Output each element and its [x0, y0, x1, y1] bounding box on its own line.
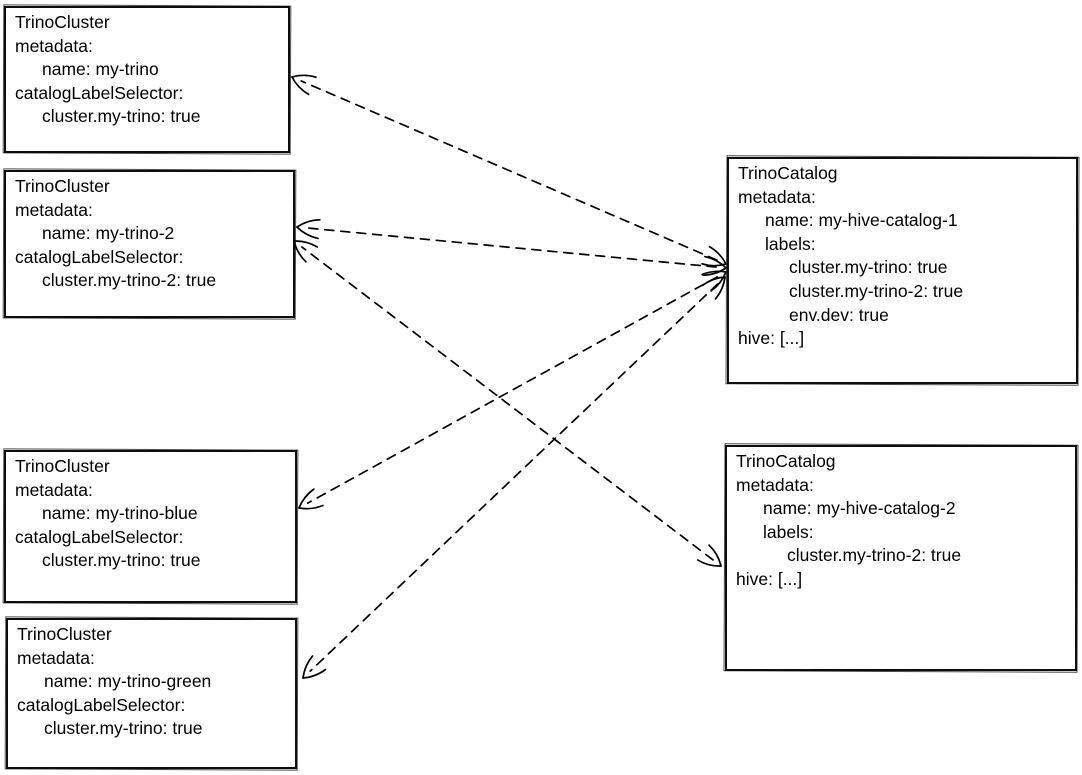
edge-line: [306, 227, 717, 268]
edge-line: [301, 246, 714, 561]
yaml-line: cluster.my-trino-2: true: [789, 280, 964, 301]
yaml-line: metadata:: [15, 199, 93, 220]
yaml-line: labels:: [765, 233, 816, 254]
yaml-line: hive: [...]: [738, 328, 805, 349]
yaml-line: TrinoCatalog: [738, 163, 838, 183]
edge-arrowhead: [298, 504, 324, 510]
edge-arrowhead: [302, 655, 314, 679]
yaml-line: name: my-trino-blue: [42, 503, 198, 524]
yaml-line: name: my-trino-2: [42, 223, 175, 244]
yaml-line: cluster.my-trino: true: [42, 550, 201, 571]
yaml-line: TrinoCatalog: [736, 451, 836, 471]
edge-arrowhead: [704, 255, 727, 269]
yaml-line: cluster.my-trino-2: true: [42, 270, 217, 291]
yaml-line: cluster.my-trino: true: [789, 257, 948, 278]
edge-arrowhead: [296, 218, 321, 228]
edge-arrowhead: [291, 74, 317, 79]
yaml-line: catalogLabelSelector:: [15, 526, 184, 547]
edge-arrowhead: [701, 270, 727, 276]
yaml-line: catalogLabelSelector:: [15, 246, 184, 267]
yaml-line: metadata:: [15, 479, 93, 500]
yaml-line: TrinoCluster: [15, 176, 110, 196]
yaml-line: catalogLabelSelector:: [17, 694, 186, 715]
node-trinocluster-my-trino-green: TrinoCluster metadata: name: my-trino-gree…: [6, 618, 297, 769]
edge-line: [306, 275, 719, 505]
yaml-line: cluster.my-trino: true: [42, 106, 201, 127]
yaml-line: metadata:: [736, 474, 814, 495]
yaml-line: cluster.my-trino-2: true: [787, 545, 962, 566]
edge-arrowhead: [708, 245, 727, 265]
edge-line: [309, 283, 719, 672]
edge-arrowhead: [714, 276, 726, 300]
yaml-line: hive: [...]: [736, 568, 803, 589]
yaml-line: name: my-trino: [42, 59, 159, 80]
node-trinocatalog-my-hive-catalog-2: TrinoCatalog metadata: name: my-hive-catal…: [725, 445, 1077, 671]
yaml-line: TrinoCluster: [15, 12, 110, 32]
yaml-line: metadata:: [17, 647, 95, 668]
yaml-line: catalogLabelSelector:: [15, 82, 184, 103]
edge-arrowhead: [708, 544, 722, 567]
edge-arrowhead: [701, 276, 726, 287]
edge-line: [300, 80, 718, 261]
edge-arrowhead: [298, 488, 315, 509]
edge-arrowhead: [701, 262, 727, 267]
yaml-line: TrinoCluster: [17, 624, 112, 644]
yaml-line: name: my-hive-catalog-1: [765, 210, 958, 231]
yaml-line: name: my-trino-green: [44, 671, 212, 692]
edge-arrowhead: [702, 267, 727, 277]
edge-arrowhead: [293, 240, 319, 248]
edge-arrowhead: [291, 76, 310, 96]
node-trinocatalog-my-hive-catalog-1: TrinoCatalog metadata: name: my-hive-catal…: [727, 157, 1078, 384]
edge-arrowhead: [302, 668, 327, 679]
edge-arrowhead: [710, 271, 727, 292]
yaml-line: env.dev: true: [789, 304, 889, 325]
yaml-line: metadata:: [738, 186, 816, 207]
yaml-line: name: my-hive-catalog-2: [763, 498, 956, 519]
node-trinocluster-my-trino-blue: TrinoCluster metadata: name: my-trino-blue…: [4, 450, 297, 603]
yaml-line: labels:: [763, 521, 814, 542]
yaml-line: TrinoCluster: [15, 456, 110, 476]
yaml-line: metadata:: [15, 35, 93, 56]
edge-arrowhead: [296, 226, 319, 240]
edge-arrowhead: [696, 559, 722, 567]
yaml-line: cluster.my-trino: true: [44, 718, 203, 739]
edge-arrowhead: [293, 240, 307, 263]
